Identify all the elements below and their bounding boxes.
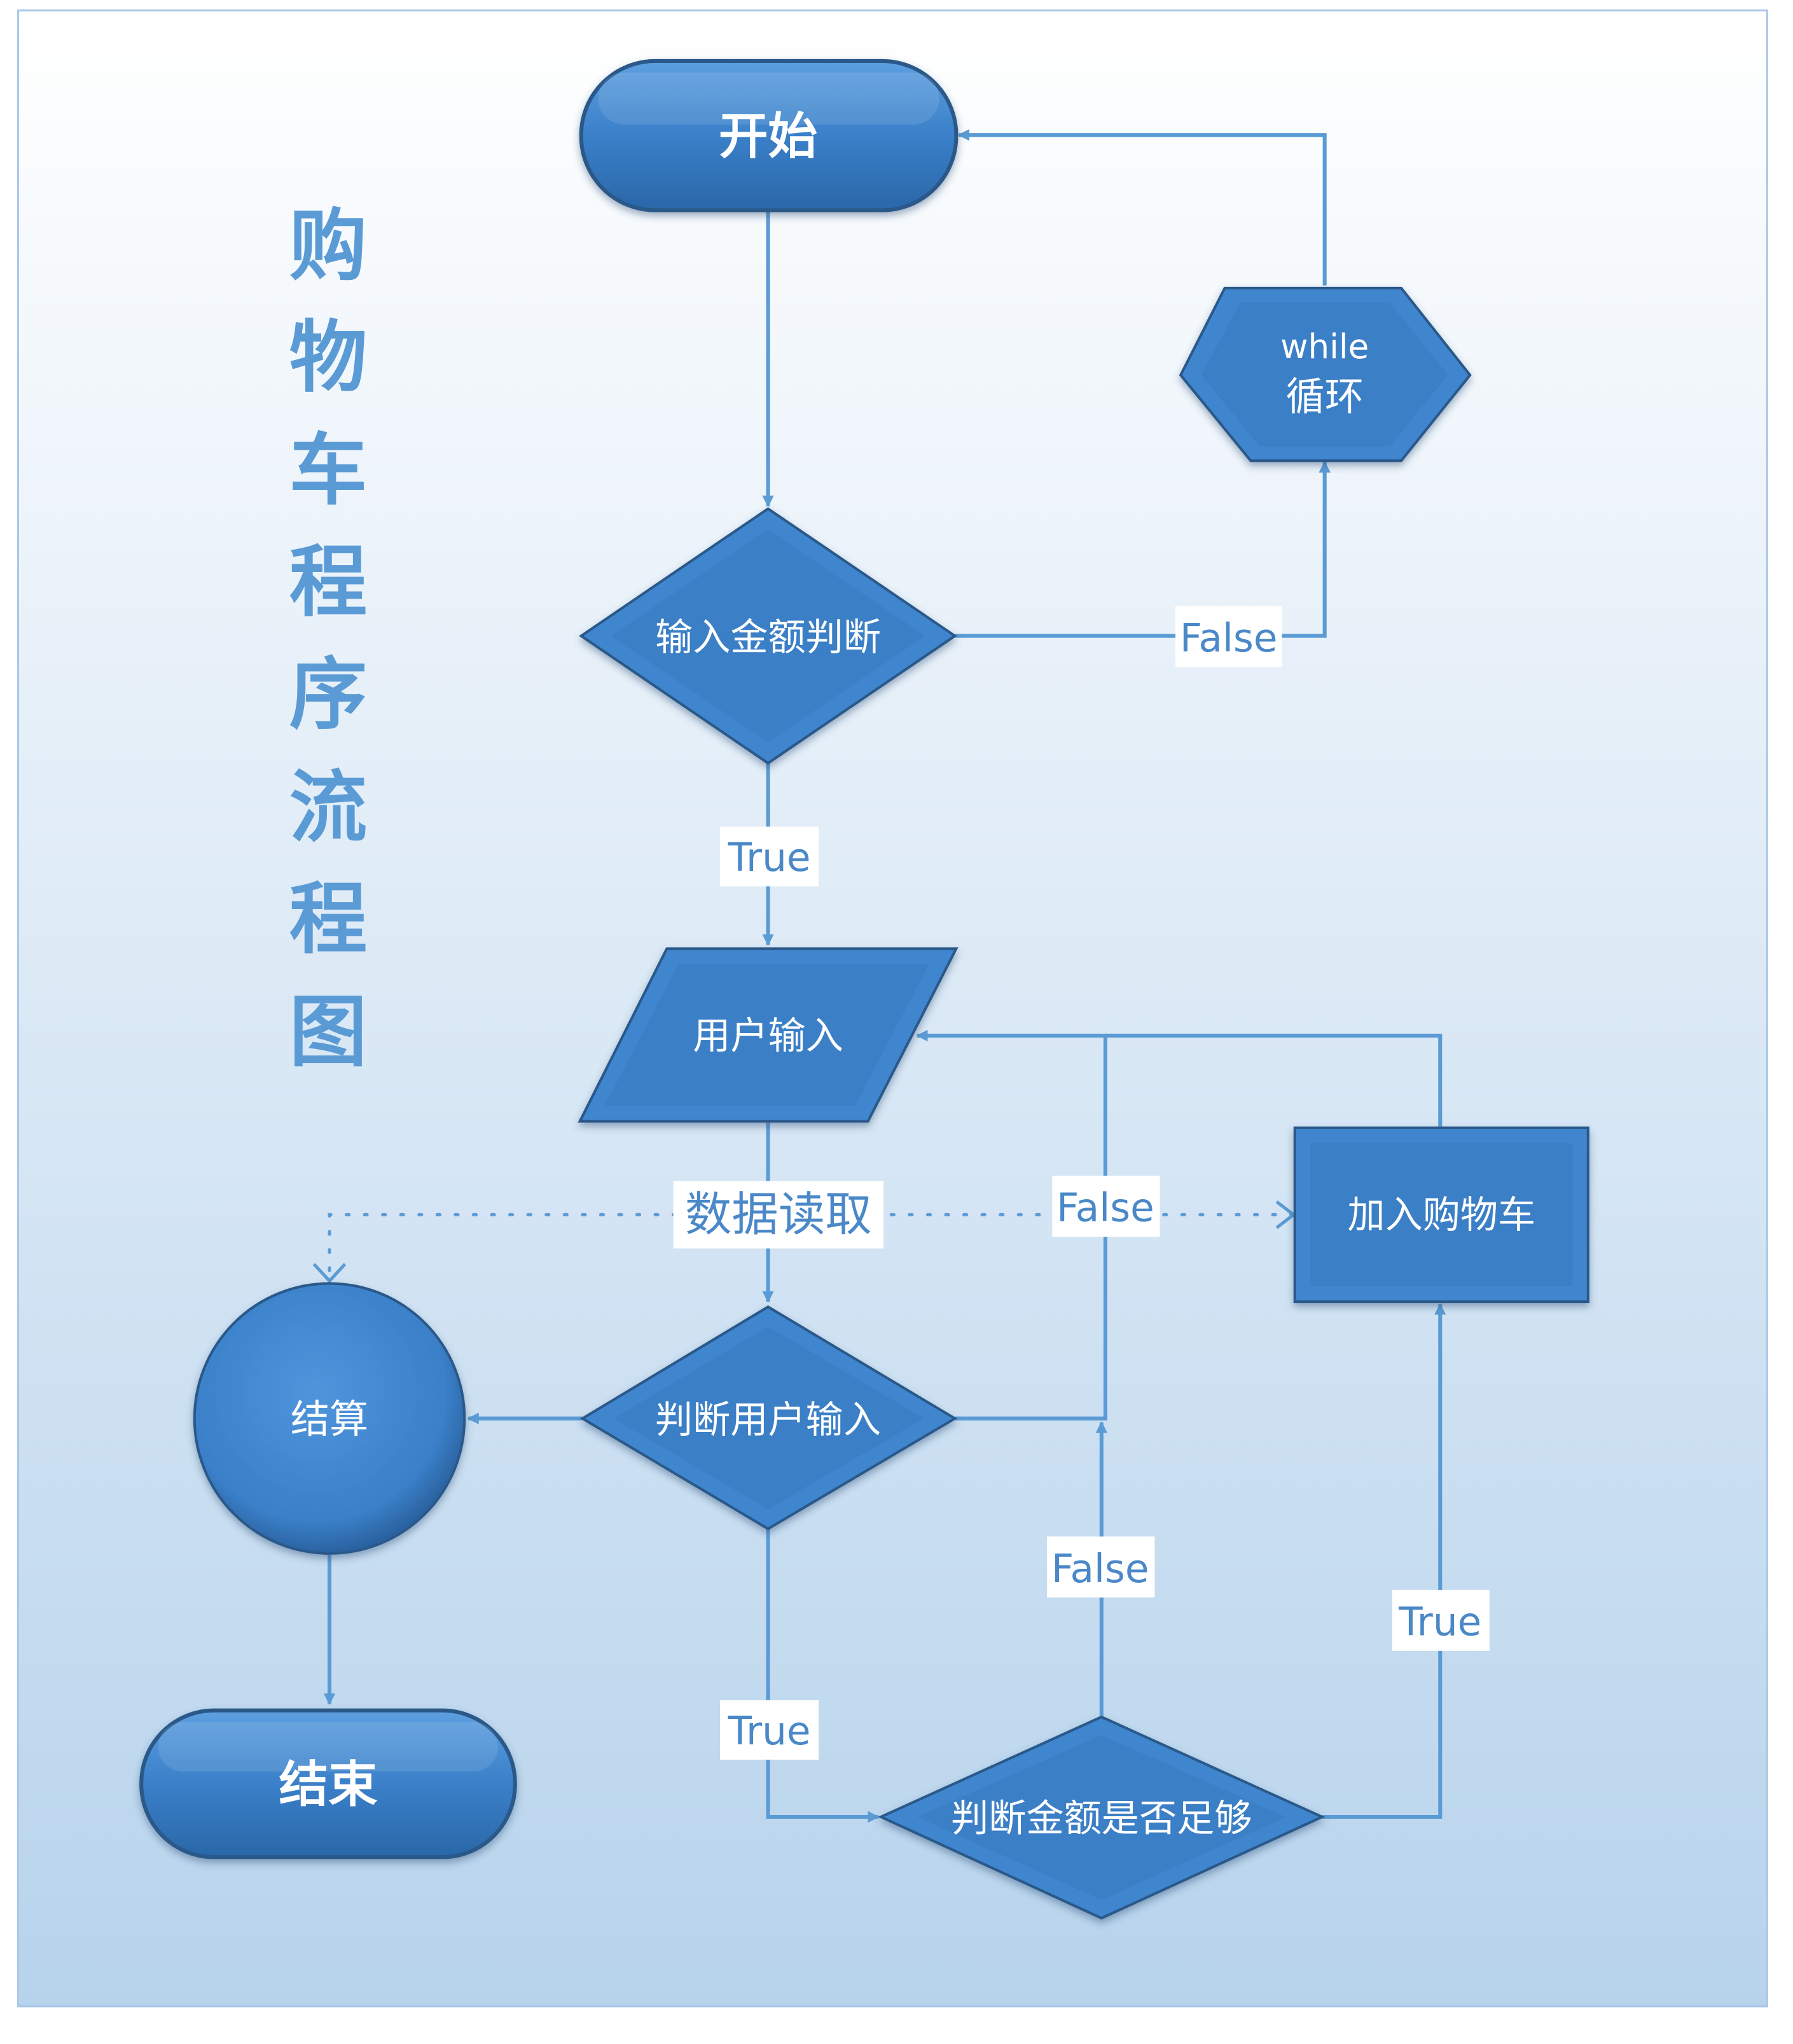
start-node[interactable] [579,59,959,212]
add-to-cart-label: 加入购物车 [1347,1193,1535,1237]
title-char: 车 [289,424,367,515]
label-bg [1392,1590,1490,1651]
edge-enough-true-to-cart [1322,1303,1446,1819]
input-amount-check-node[interactable] [579,507,957,765]
dotted-arrow-head-down [312,1263,347,1284]
label-bg [720,826,819,887]
label-bg [1047,1536,1155,1598]
check-user-input-node[interactable] [579,1305,958,1531]
while-loop-label-line2: 循环 [1286,375,1364,420]
end-label: 结束 [279,1756,378,1814]
edge-check-input-true-to-enough [766,1529,880,1823]
checkout-label: 结算 [291,1397,368,1442]
title-char: 序 [289,649,367,740]
checkout-node[interactable] [193,1282,466,1555]
title-char: 购 [289,200,367,291]
user-input-node[interactable] [578,947,959,1123]
data-read-label: 数据读取 [685,1188,872,1242]
enough-true-label: True [1398,1599,1481,1644]
add-to-cart-node[interactable] [1293,1126,1589,1304]
amount-false-label: False [1180,616,1278,661]
edge-labels: False True 数据读取 False False True True [673,606,1490,1760]
enough-false-label: False [1051,1547,1149,1592]
input-true-label: True [728,1709,811,1754]
edge-amount-false-to-while [955,461,1331,638]
edge-while-to-start [957,129,1327,286]
check-user-input-label: 判断用户输入 [655,1398,881,1442]
input-amount-check-label: 输入金额判断 [655,615,881,659]
start-label: 开始 [719,108,817,165]
title-char: 程 [289,873,367,964]
amount-true-label: True [728,835,811,880]
nodes: 开始 while 循环 输入金额判断 用户输入 加入购物车 [139,59,1589,1920]
title-char: 图 [289,987,367,1078]
vertical-title: 购 物 车 程 序 流 程 图 [289,200,367,1077]
label-bg [720,1700,819,1760]
edge-data-read-dotted [328,1213,1296,1283]
input-false-label: False [1056,1186,1154,1231]
check-amount-enough-node[interactable] [878,1715,1326,1920]
check-amount-enough-label: 判断金额是否足够 [951,1796,1252,1840]
label-bg [673,1181,884,1249]
edge-cart-to-user-input [1105,1033,1443,1127]
end-node[interactable] [139,1708,517,1860]
label-bg [1052,1176,1160,1237]
while-loop-node[interactable] [1179,286,1472,462]
title-char: 程 [289,536,367,627]
title-char: 物 [289,312,367,403]
title-char: 流 [289,762,367,853]
label-bg [1175,606,1282,667]
user-input-label: 用户输入 [693,1013,843,1057]
while-loop-label-line1: while [1280,327,1369,366]
